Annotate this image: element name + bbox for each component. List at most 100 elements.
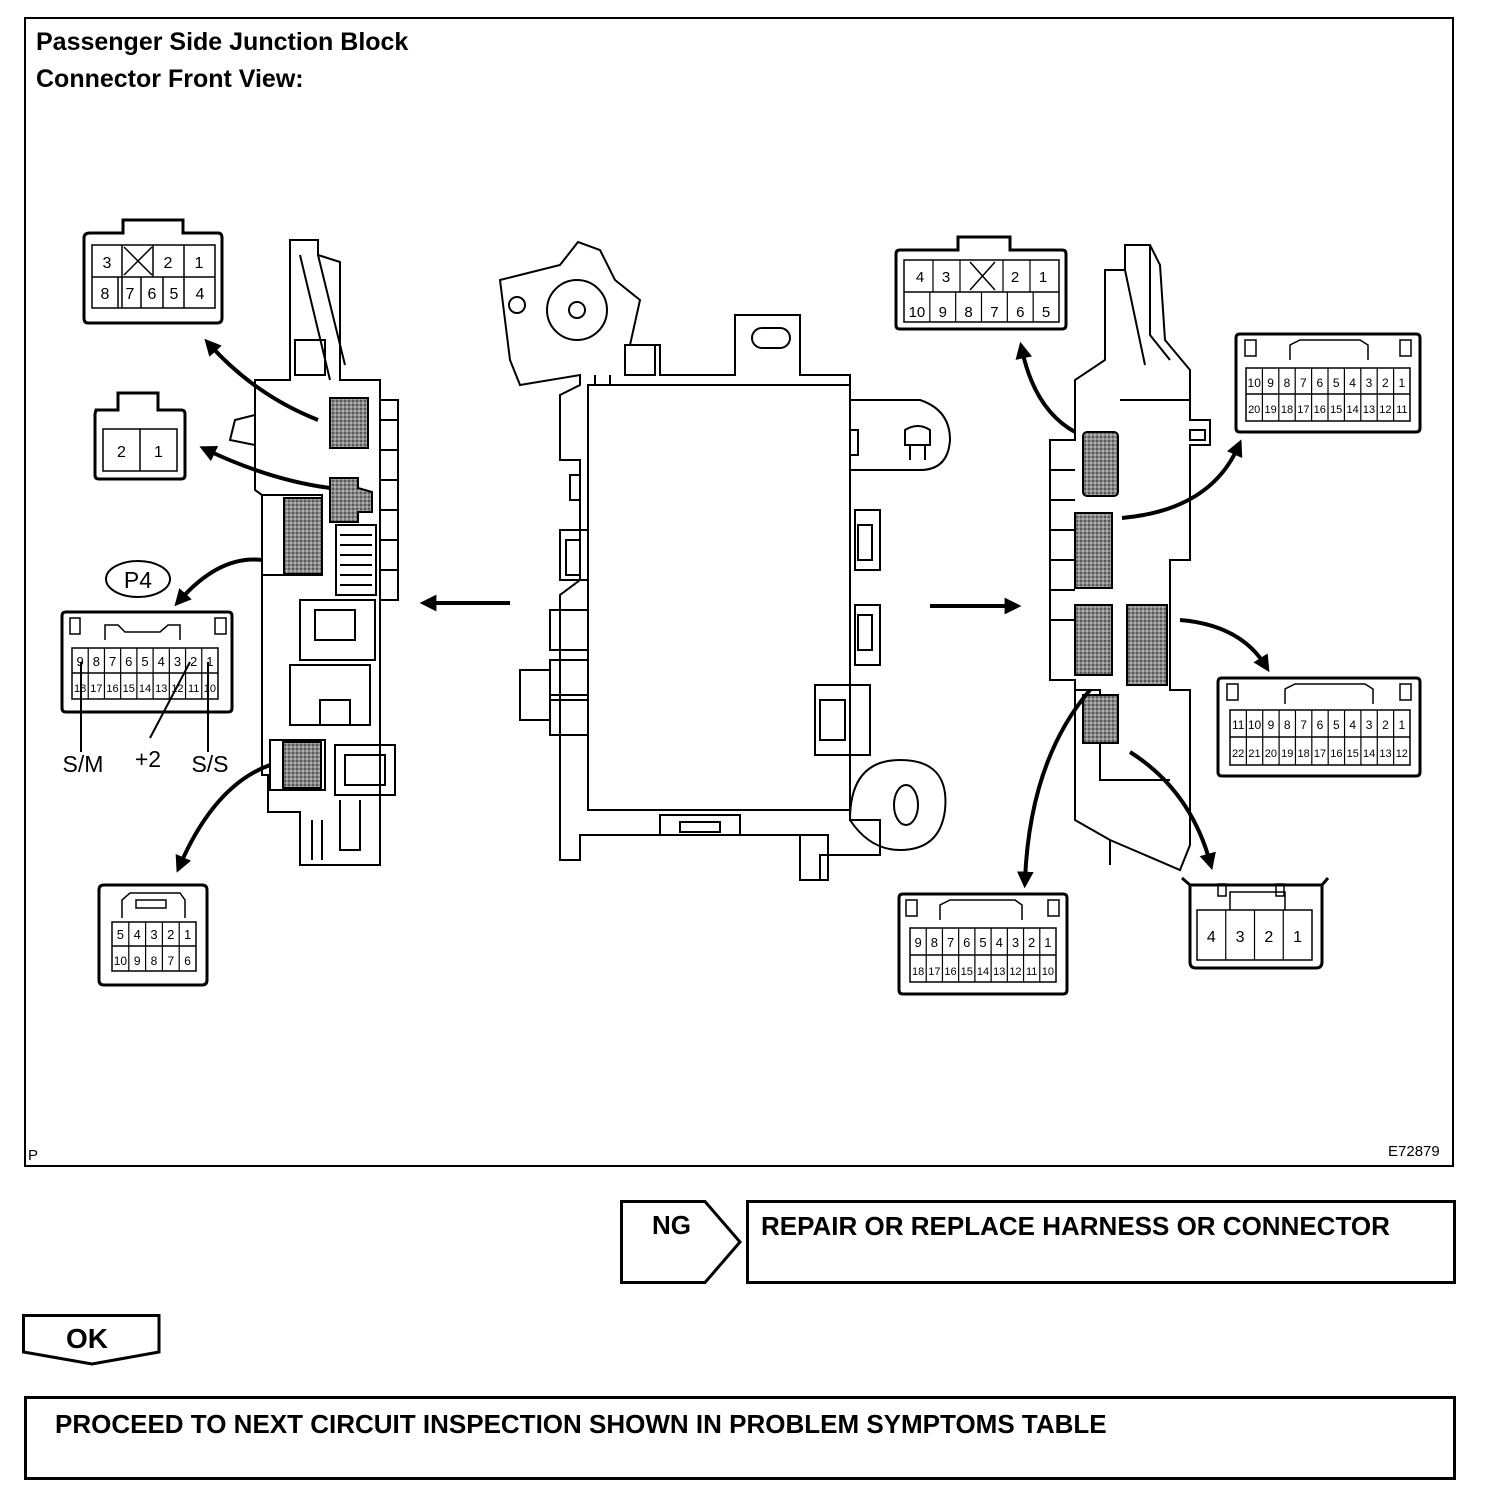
pin-label: 20: [1265, 748, 1277, 760]
pin-label: 5: [1333, 718, 1340, 732]
pin-label: 5: [170, 286, 179, 303]
pin-label: 15: [1330, 404, 1342, 416]
pin-label: 10: [114, 954, 128, 968]
pin-label: 2: [190, 654, 197, 669]
pin-label: 3: [942, 269, 950, 286]
pin-label: 5: [1042, 304, 1050, 321]
pin-label: 9: [939, 304, 947, 321]
pin-label: 18: [912, 966, 924, 978]
pin-label: 10: [909, 304, 926, 321]
left-connector-slot-4: [282, 741, 322, 789]
pin-label: 9: [134, 954, 141, 968]
pin-label: 3: [1366, 376, 1373, 390]
pin-label: 2: [1028, 935, 1035, 950]
pin-label: 7: [1300, 376, 1307, 390]
arrow-to-r22-connector: [1179, 618, 1270, 673]
pin-label: 3: [1366, 718, 1373, 732]
arrow-to-tl-connector: [204, 338, 319, 422]
pin-label: 8: [964, 304, 972, 321]
pin-label: 1: [1398, 718, 1405, 732]
pin-label: 11: [1396, 404, 1407, 416]
pin-label: 17: [90, 683, 102, 695]
right-connector-slot-1: [1082, 431, 1119, 497]
pin-label: 8: [931, 935, 938, 950]
pin-label: 19: [1264, 404, 1276, 416]
pin-label: 2: [1011, 269, 1019, 286]
pin-label: 9: [76, 654, 83, 669]
pin-label: 7: [1300, 718, 1307, 732]
pin-divider: [932, 260, 1031, 292]
pin-label: 4: [916, 269, 924, 286]
pin-label: 18: [1298, 748, 1310, 760]
p4-callout-lines: [80, 661, 209, 752]
pin-label: 1: [195, 255, 204, 272]
arrow-to-2pin-connector: [199, 446, 331, 490]
p4-label-text: P4: [124, 567, 152, 593]
pin-label: 8: [93, 654, 100, 669]
pin-label: 15: [961, 966, 973, 978]
pin-label: 13: [155, 683, 167, 695]
pin-label: 16: [944, 966, 956, 978]
pin-label: 3: [103, 255, 112, 272]
pin-label: 8: [1284, 376, 1291, 390]
pin-label: 3: [1012, 935, 1019, 950]
pin-label: 2: [164, 255, 173, 272]
ng-label: NG: [652, 1210, 691, 1240]
ok-label: OK: [66, 1323, 108, 1354]
pin-label: 13: [993, 966, 1005, 978]
pin-label: 1: [1044, 935, 1051, 950]
p4-label: P4: [105, 560, 171, 598]
ok-tag: [22, 1314, 161, 1366]
arrow-to-tr-connector: [1015, 341, 1076, 434]
left-connector-slot-2: [329, 477, 373, 523]
pin-label: 10: [1248, 718, 1262, 732]
pin-label: 10: [204, 683, 216, 695]
arrow-to-b18-connector: [1016, 688, 1092, 889]
pin-label: 1: [184, 927, 191, 942]
pin-label: 4: [1349, 376, 1356, 390]
pin-label: 2: [1264, 929, 1273, 946]
pin-label: 4: [134, 927, 141, 942]
pin-label: 10: [1248, 376, 1262, 390]
pin-label: 11: [188, 683, 199, 695]
pin-label: 14: [1346, 404, 1358, 416]
pin-label: 8: [1284, 718, 1291, 732]
right-connector-slot-4: [1126, 604, 1168, 686]
callout-plus2: +2: [135, 746, 161, 772]
pin-label: 6: [963, 935, 970, 950]
next-step-box: PROCEED TO NEXT CIRCUIT INSPECTION SHOWN…: [24, 1396, 1456, 1480]
pin-label: 3: [1236, 929, 1245, 946]
arrow-to-b4-connector: [1128, 750, 1216, 871]
ng-action-box: REPAIR OR REPLACE HARNESS OR CONNECTOR: [746, 1200, 1456, 1284]
figure-code: E72879: [1388, 1143, 1440, 1160]
pin-label: 8: [101, 286, 110, 303]
pin-label: 20: [1248, 404, 1260, 416]
pin-label: 10: [1042, 966, 1054, 978]
pin-label: 5: [141, 654, 148, 669]
pin-label: 9: [914, 935, 921, 950]
pin-label: 7: [990, 304, 998, 321]
corner-mark: P: [28, 1147, 39, 1164]
callout-sm: S/M: [63, 751, 104, 777]
pin-label: 7: [947, 935, 954, 950]
pin-label: 6: [1316, 376, 1323, 390]
pin-label: 17: [1297, 404, 1309, 416]
pin-label: 6: [148, 286, 157, 303]
pin-label: 4: [158, 654, 165, 669]
pin-label: 1: [206, 654, 213, 669]
pin-label: 17: [928, 966, 940, 978]
figure-title: Passenger Side Junction Block Connector …: [36, 24, 408, 98]
pin-label: 8: [151, 954, 158, 968]
pin-label: 7: [167, 954, 174, 968]
pin-label: 16: [1330, 748, 1342, 760]
pin-label: 15: [1347, 748, 1359, 760]
pin-label: 7: [109, 654, 116, 669]
